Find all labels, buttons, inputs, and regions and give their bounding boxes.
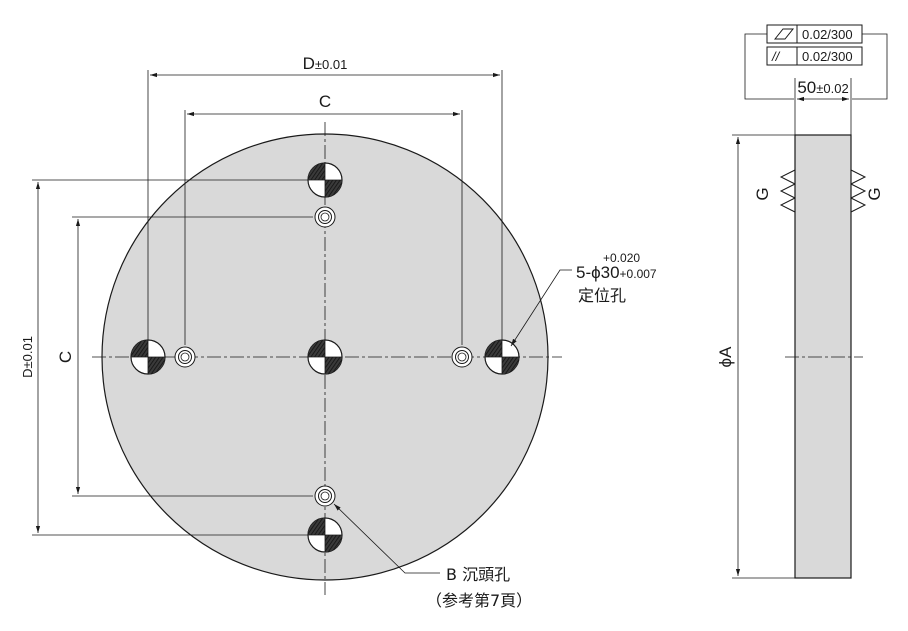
dim-c-vertical: C <box>56 351 75 363</box>
counterbore-hole-top <box>314 206 336 228</box>
counterbore-note: （参考第7頁） <box>426 591 532 610</box>
locating-tol-upper: +0.020 <box>603 251 640 265</box>
locating-holes-name: 定位孔 <box>578 286 626 305</box>
plate-side-body <box>794 134 852 579</box>
locating-hole-right <box>484 339 520 375</box>
flatness-symbol-icon <box>773 28 795 40</box>
leader-counterbore <box>333 503 440 574</box>
dim-c-horizontal: C <box>319 92 331 111</box>
dim-d-vertical: D±0.01 <box>20 336 35 378</box>
counterbore-hole-bottom <box>314 485 336 507</box>
leader-locating-holes <box>510 269 572 347</box>
side-view: 0.02/300 // 0.02/300 50±0.02 ϕA G <box>716 24 888 579</box>
locating-hole-top <box>307 162 343 198</box>
locating-hole-left <box>130 339 166 375</box>
dim-d-horizontal: D±0.01 <box>303 54 348 73</box>
surface-finish-left: G <box>753 169 796 213</box>
locating-holes-callout: 5-ϕ30+0.007 <box>576 263 657 282</box>
flatness-frame: 0.02/300 <box>766 24 863 44</box>
locating-hole-center <box>307 339 343 375</box>
dim-diameter: ϕA <box>716 346 735 368</box>
finish-symbol-right: G <box>865 187 884 200</box>
parallelism-value: 0.02/300 <box>802 49 853 64</box>
finish-symbol-left: G <box>753 187 772 200</box>
parallelism-symbol-icon: // <box>771 49 781 64</box>
locating-hole-bottom <box>307 517 343 553</box>
counterbore-hole-right <box>451 346 473 368</box>
dim-thickness: 50±0.02 <box>797 78 848 97</box>
flatness-value: 0.02/300 <box>802 27 853 42</box>
front-view: D±0.01 C D±0.01 C +0.020 5-ϕ30+0.007 定位孔… <box>20 54 657 610</box>
counterbore-hole-left <box>174 346 196 368</box>
parallelism-frame: // 0.02/300 <box>766 46 863 66</box>
counterbore-label: B 沉頭孔 <box>446 565 510 584</box>
surface-finish-right: G <box>850 169 884 213</box>
